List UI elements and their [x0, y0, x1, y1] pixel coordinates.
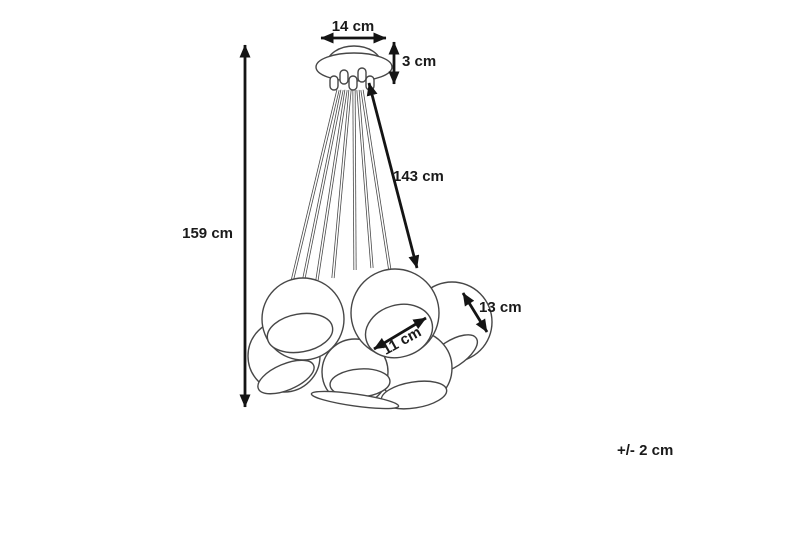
suspension-cords — [288, 89, 392, 291]
canopy-diameter-label: 14 cm — [332, 18, 375, 35]
shade-bottom-center — [321, 338, 391, 406]
cord-length-arrow — [366, 82, 420, 269]
shade-cluster — [247, 268, 493, 410]
tolerance-label: +/- 2 cm — [617, 442, 673, 459]
total-height-label: 159 cm — [182, 225, 233, 242]
cord-length-label: 143 cm — [393, 168, 444, 185]
canopy-height-label: 3 cm — [402, 53, 436, 70]
ceiling-canopy — [315, 45, 393, 91]
shade-diameter-label: 13 cm — [479, 299, 522, 316]
shade-opening-arrow — [373, 316, 427, 351]
shade-diameter-arrow — [461, 292, 489, 333]
shade-left — [261, 277, 345, 361]
cord-grips — [329, 67, 375, 91]
shade-edge-on — [310, 390, 400, 410]
dimension-lines — [239, 32, 489, 408]
